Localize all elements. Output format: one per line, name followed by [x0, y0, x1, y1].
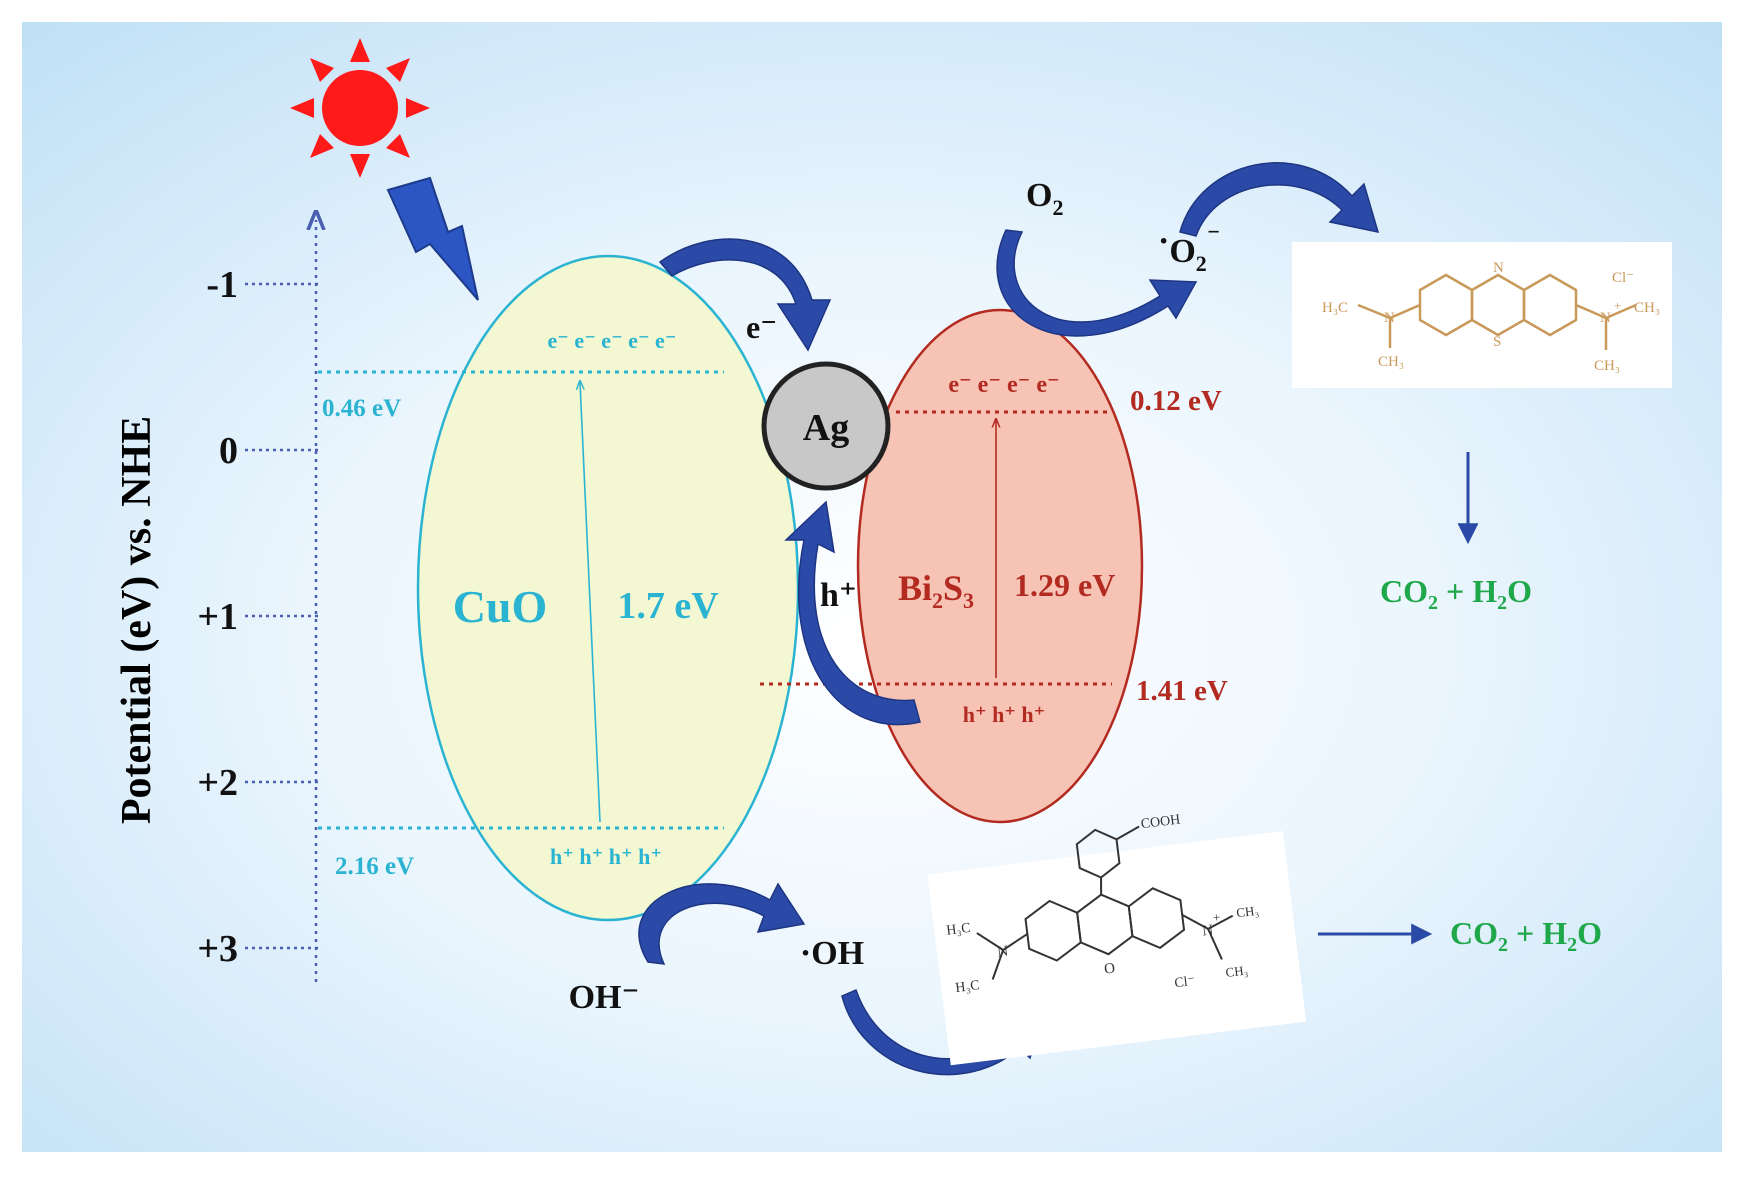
- superoxide-attack-arrow: [1179, 162, 1380, 237]
- cuo-vb-value: 2.16 eV: [335, 853, 414, 880]
- rhb-ch3-a: CH₃: [1235, 903, 1259, 921]
- cuo-band-gap: 1.7 eV: [617, 585, 719, 627]
- mb-ch3-left: CH₃: [1378, 354, 1404, 370]
- hole-transfer-arrow: [784, 500, 921, 726]
- lightning-icon: [386, 176, 479, 301]
- hydroxide-label: OH⁻: [569, 979, 640, 1016]
- rhb-cooh: COOH: [1140, 812, 1181, 832]
- o2-reduction-arrow: [996, 229, 1198, 337]
- cuo-label: CuO: [453, 581, 548, 632]
- rhb-cl: Cl⁻: [1174, 974, 1196, 991]
- sun-icon: [290, 38, 430, 178]
- cuo-electrons: e⁻ e⁻ e⁻ e⁻ e⁻: [548, 328, 677, 353]
- electron-transfer-label: e⁻: [746, 309, 777, 345]
- mb-n-right: N: [1600, 310, 1611, 326]
- rhb-o-ring: O: [1103, 961, 1116, 978]
- mb-s-ring: S: [1493, 334, 1501, 350]
- tick-label-4: +3: [197, 928, 238, 970]
- oxygen-label: O2: [1026, 177, 1063, 220]
- bi2s3-band-gap: 1.29 eV: [1014, 567, 1115, 603]
- ag-particle: [761, 361, 891, 491]
- mb-n-left: N: [1384, 310, 1395, 326]
- mb-cl: Cl⁻: [1612, 270, 1634, 286]
- mb-h3c: H₃C: [1322, 300, 1348, 316]
- bi2s3-cb-value: 0.12 eV: [1130, 385, 1222, 417]
- tick-label-2: +1: [197, 596, 238, 638]
- rhb-plus: +: [1212, 909, 1221, 925]
- electron-transfer-arrow: [658, 238, 832, 352]
- mb-ch3-right-bottom: CH₃: [1594, 358, 1620, 374]
- rhb-ch3-b: CH₃: [1225, 962, 1249, 980]
- hole-transfer-label: h⁺: [820, 577, 857, 614]
- bi2s3-holes: h⁺ h⁺ h⁺: [963, 702, 1046, 727]
- ag-label: Ag: [803, 407, 849, 449]
- rhb-product-label: CO2 + H2O: [1450, 915, 1602, 956]
- bi2s3-vb-value: 1.41 eV: [1136, 675, 1228, 707]
- superoxide-label: ·O2⁻: [1158, 222, 1221, 276]
- hydroxide-oxidation-arrow: [638, 882, 806, 965]
- hydroxyl-radical-label: ·OH: [800, 935, 864, 972]
- cuo-holes: h⁺ h⁺ h⁺ h⁺: [550, 844, 662, 869]
- methylene-blue-structure: H₃C N CH₃ N S N + Cl⁻ CH₃ CH₃: [1292, 242, 1672, 388]
- mb-product-label: CO2 + H2O: [1380, 573, 1532, 614]
- rhb-h3c-top: H₃C: [946, 921, 972, 939]
- bi2s3-ellipse: [856, 308, 1144, 824]
- cuo-cb-value: 0.46 eV: [322, 395, 401, 422]
- bi2s3-electrons: e⁻ e⁻ e⁻ e⁻: [948, 372, 1059, 398]
- bi2s3-label: Bi2S3: [898, 568, 974, 613]
- rhodamine-b-structure: COOH H₃C H₃C N O N + Cl⁻ CH₃ CH₃: [927, 812, 1307, 1066]
- cuo-gap-arrow: [580, 382, 601, 823]
- rhb-h3c-bottom: H₃C: [955, 978, 981, 996]
- tick-label-1: 0: [219, 430, 238, 472]
- mb-plus: +: [1614, 298, 1621, 313]
- tick-label-0: -1: [206, 264, 238, 306]
- tick-label-3: +2: [197, 762, 238, 804]
- rhb-n-right: N: [1201, 922, 1214, 939]
- rhb-n-left: N: [996, 943, 1009, 960]
- axis-label: Potential (eV) vs. NHE: [114, 416, 160, 824]
- mb-ch3-right-top: CH₃: [1634, 300, 1660, 316]
- mb-n-ring: N: [1493, 260, 1504, 276]
- axis-ticks: -1 0 +1 +2 +3: [197, 264, 318, 970]
